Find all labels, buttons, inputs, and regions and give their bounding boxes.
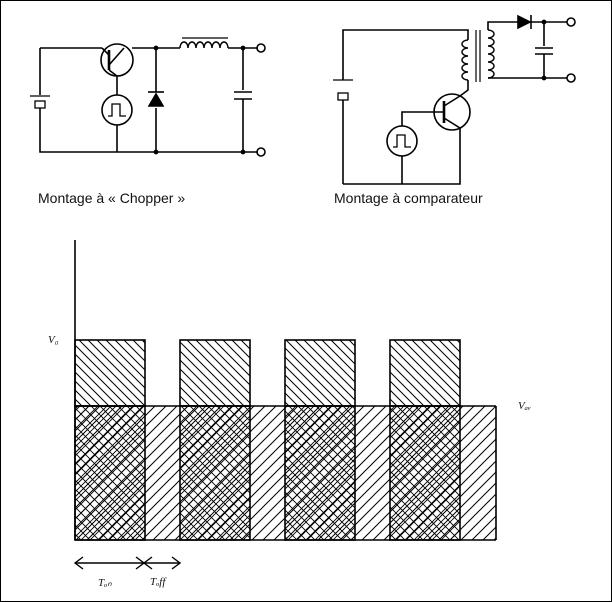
pulse-lower <box>284 405 356 541</box>
transistor-icon <box>100 43 134 77</box>
transistor-icon <box>401 93 471 131</box>
toff-label: Tₒff <box>150 576 166 588</box>
v0-label: V₀ <box>48 334 59 346</box>
pulse-lower <box>74 405 146 541</box>
waveform-diagram <box>73 240 497 570</box>
comparator-wire-bottom <box>343 128 461 185</box>
capacitor-icon <box>234 91 252 100</box>
diode-icon <box>147 91 165 107</box>
output-terminal-icon <box>566 73 576 83</box>
chopper-caption: Montage à « Chopper » <box>38 190 186 206</box>
chopper-wire-bottom <box>39 120 258 153</box>
pulse-upper <box>389 339 461 407</box>
secondary-wire-top <box>487 21 518 30</box>
pulse-upper <box>179 339 251 407</box>
pulse-upper <box>284 339 356 407</box>
output-terminal-icon <box>256 43 266 53</box>
comparator-wire-top <box>342 29 469 80</box>
comparator-caption: Montage à comparateur <box>334 190 483 206</box>
pulse-generator-icon <box>386 125 418 157</box>
battery-icon <box>333 79 353 184</box>
output-terminal-icon <box>256 147 266 157</box>
capacitor-icon <box>535 47 553 55</box>
output-terminal-icon <box>566 17 576 27</box>
comparator-circuit <box>333 14 576 185</box>
chopper-circuit <box>30 37 266 157</box>
period-arrows <box>73 556 182 570</box>
pulse-generator-icon <box>101 94 133 126</box>
diode-icon <box>517 14 532 30</box>
inductor-icon <box>179 37 229 49</box>
transformer-icon <box>461 29 495 82</box>
pulse-lower <box>389 405 461 541</box>
pulse-upper <box>74 339 146 407</box>
vav-label: Vₐᵥ <box>518 400 532 412</box>
pulse-lower <box>179 405 251 541</box>
ton-label: Tₒₙ <box>98 577 112 589</box>
pulse-group <box>74 339 461 541</box>
battery-icon <box>30 95 50 120</box>
